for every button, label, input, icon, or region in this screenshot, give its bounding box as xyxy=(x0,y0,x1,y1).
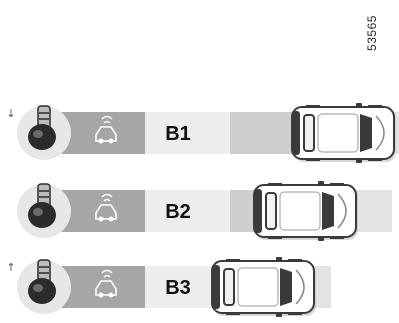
car-windscreen xyxy=(360,114,372,152)
car-rear-window xyxy=(224,269,234,305)
parking-icon-wheel xyxy=(109,139,114,144)
knob-highlight xyxy=(33,208,43,216)
car-windscreen xyxy=(322,192,334,230)
parking-icon-wheel xyxy=(99,293,104,298)
car-mirror-right xyxy=(318,236,324,241)
car-wheel xyxy=(226,312,240,315)
arrow-up-icon: ↑ xyxy=(6,261,15,274)
gear-selector-icon xyxy=(17,106,71,160)
gear-selector-icon xyxy=(17,184,71,238)
car-roof xyxy=(238,268,278,306)
car-roof xyxy=(318,114,358,152)
car-mirror-left xyxy=(356,103,362,108)
car-mirror-right xyxy=(356,158,362,163)
car-roof xyxy=(280,192,320,230)
car-wheel xyxy=(288,312,302,315)
row-1: B1 ↓ xyxy=(6,103,399,163)
parking-icon-wheel xyxy=(109,293,114,298)
knob-head xyxy=(28,124,56,150)
car-wheel xyxy=(226,259,240,262)
car-wheel xyxy=(306,158,320,161)
car-rear-window xyxy=(304,115,314,151)
car-rear-bumper xyxy=(293,111,300,155)
knob-highlight xyxy=(33,130,43,138)
row-label: B3 xyxy=(165,277,191,299)
row-label: B2 xyxy=(165,201,191,223)
row-3: B3 ↑ xyxy=(6,257,331,317)
car-mirror-right xyxy=(276,312,282,317)
car-rear-bumper xyxy=(255,189,262,233)
knob-head xyxy=(28,202,56,228)
knob-highlight xyxy=(33,284,43,292)
row-2: B2 xyxy=(17,181,392,241)
car-wheel xyxy=(268,183,282,186)
car-rear-bumper xyxy=(213,265,220,309)
parking-icon-wheel xyxy=(99,217,104,222)
parking-icon-wheel xyxy=(99,139,104,144)
car-wheel xyxy=(268,236,282,239)
car-mirror-left xyxy=(276,257,282,262)
arrow-down-icon: ↓ xyxy=(6,107,15,120)
knob-head xyxy=(28,278,56,304)
car-wheel xyxy=(330,236,344,239)
car-mirror-left xyxy=(318,181,324,186)
gear-selector-icon xyxy=(17,260,71,314)
car-rear-window xyxy=(266,193,276,229)
car-icon xyxy=(292,103,396,163)
car-icon xyxy=(254,181,358,241)
parking-icon-wheel xyxy=(109,217,114,222)
car-wheel xyxy=(368,158,382,161)
car-wheel xyxy=(306,105,320,108)
row-label: B1 xyxy=(165,123,191,145)
car-wheel xyxy=(368,105,382,108)
car-windscreen xyxy=(280,268,292,306)
car-wheel xyxy=(288,259,302,262)
car-wheel xyxy=(330,183,344,186)
car-icon xyxy=(212,257,316,317)
